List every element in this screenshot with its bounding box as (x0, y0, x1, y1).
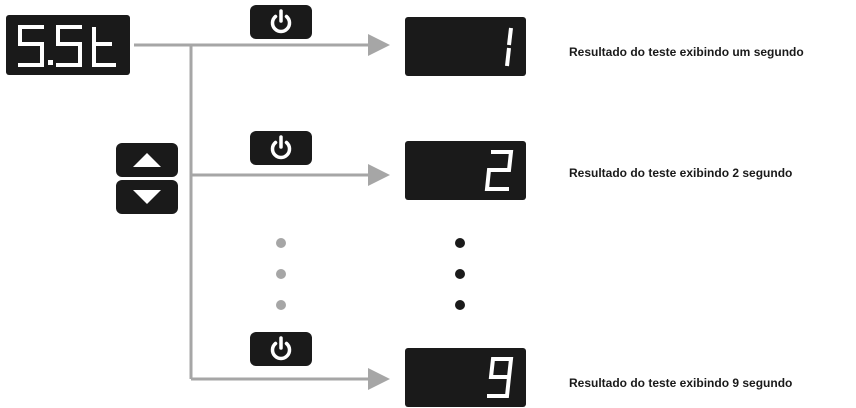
up-arrow-icon (133, 153, 161, 167)
up-button[interactable] (116, 143, 178, 177)
source-display-digits (18, 25, 116, 67)
caption-2: Resultado do teste exibindo 2 segundo (569, 166, 793, 180)
arrowhead-2 (368, 164, 390, 186)
output-display-9 (405, 348, 526, 407)
down-arrow-icon (133, 190, 161, 204)
source-display (6, 15, 130, 75)
caption-9: Resultado do teste exibindo 9 segundo (569, 376, 793, 390)
ellipsis-dot-grey (276, 238, 286, 248)
caption-1: Resultado do teste exibindo um segundo (569, 45, 804, 59)
ellipsis-dot-black (455, 269, 465, 279)
output-display-2-digit (484, 150, 514, 191)
power-icon (270, 135, 292, 160)
output-display-1-digit (505, 27, 513, 67)
down-button[interactable] (116, 180, 178, 214)
power-icon (270, 336, 292, 361)
ellipsis-dot-grey (276, 300, 286, 310)
ellipsis-dot-black (455, 238, 465, 248)
ellipsis-dot-black (455, 300, 465, 310)
output-display-1 (405, 17, 526, 76)
arrowhead-9 (368, 368, 390, 390)
power-icon (270, 9, 292, 34)
output-display-2 (405, 141, 526, 200)
power-button[interactable] (250, 5, 312, 39)
ellipsis-dot-grey (276, 269, 286, 279)
arrowhead-1 (368, 34, 390, 56)
power-button[interactable] (250, 332, 312, 366)
output-display-9-digit (487, 357, 514, 398)
power-button[interactable] (250, 131, 312, 165)
